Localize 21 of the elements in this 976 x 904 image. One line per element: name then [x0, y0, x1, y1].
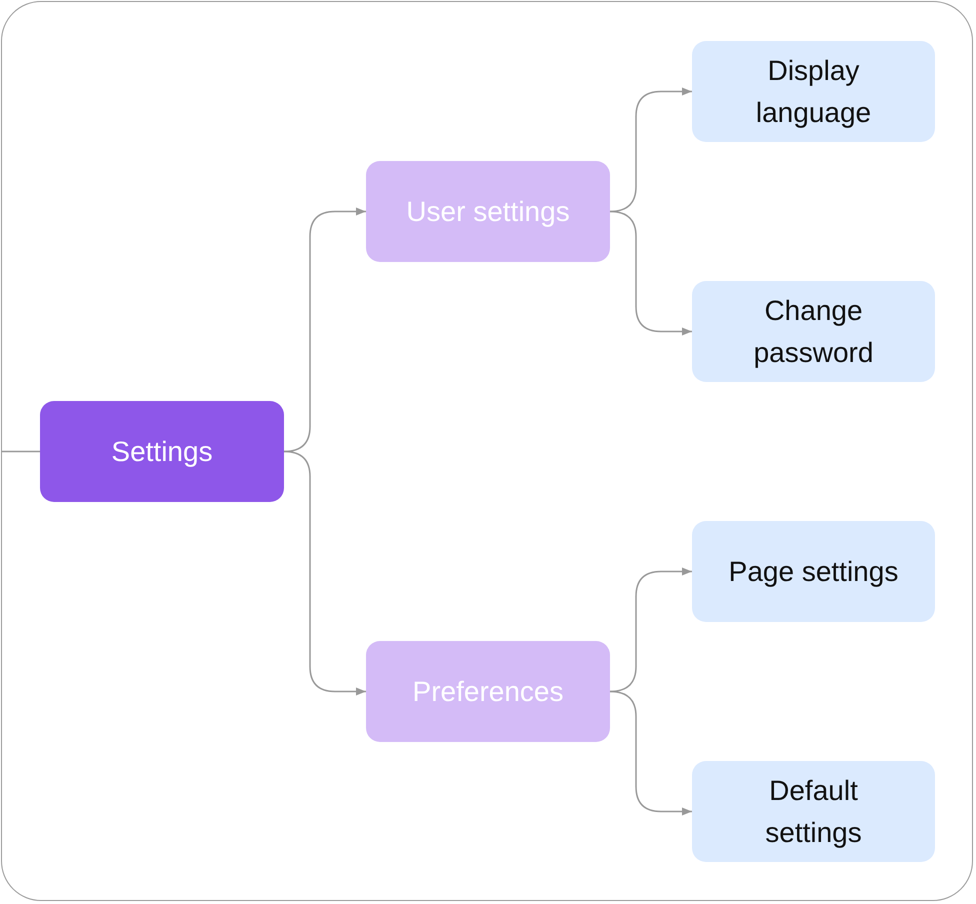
process-box [692, 281, 935, 382]
arrow [610, 690, 692, 816]
arrow [284, 450, 366, 696]
arrow [610, 210, 692, 336]
node-label: Default settings [764, 774, 863, 850]
process-box [366, 161, 610, 262]
node-label: Settings [111, 434, 213, 469]
process-box [692, 521, 935, 622]
process-box [692, 41, 935, 142]
node-label: Preferences [412, 674, 564, 708]
process-box [366, 641, 610, 742]
process-box [40, 401, 284, 502]
connector-line [1, 450, 40, 452]
node-label: Page settings [728, 554, 898, 589]
arrow [284, 208, 366, 452]
arrow [610, 88, 692, 212]
node-label: Change password [752, 294, 874, 370]
process-box [692, 761, 935, 862]
node-label: User settings [406, 194, 570, 229]
node-label: Display language [754, 54, 872, 130]
arrow [610, 568, 692, 692]
